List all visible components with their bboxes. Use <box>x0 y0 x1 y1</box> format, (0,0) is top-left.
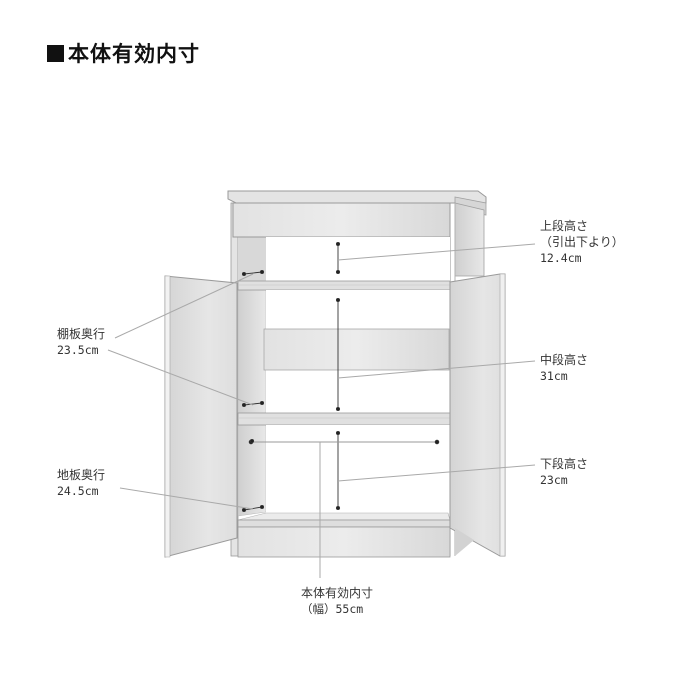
right-door <box>449 273 506 557</box>
upper-height-label: 上段高さ （引出下より） 12.4cm <box>540 218 624 266</box>
drawer-front <box>232 202 451 238</box>
title-text: 本体有効内寸 <box>68 42 200 66</box>
floor-depth-label: 地板奥行 24.5cm <box>57 467 105 499</box>
shelf-depth-label: 棚板奥行 23.5cm <box>57 326 105 358</box>
page-title: 本体有効内寸 <box>47 38 200 68</box>
shelf-depth-name: 棚板奥行 <box>57 327 106 341</box>
lower-height-name: 下段高さ <box>540 457 589 471</box>
upper-height-name: 上段高さ <box>540 219 589 233</box>
width-label: 本体有効内寸 （幅）55cm <box>301 585 373 617</box>
title-square-marker <box>47 44 64 62</box>
lower-height-label: 下段高さ 23cm <box>540 456 588 488</box>
left-door <box>164 275 238 558</box>
width-name: 本体有効内寸 <box>301 586 374 600</box>
middle-shelf <box>237 412 451 426</box>
upper-height-note: （引出下より） <box>540 235 624 249</box>
upper-height-value: 12.4cm <box>540 251 582 265</box>
floor-depth-value: 24.5cm <box>57 484 99 498</box>
lower-height-value: 23cm <box>540 473 568 487</box>
lower-compartment <box>266 425 450 515</box>
middle-height-label: 中段高さ 31cm <box>540 352 588 384</box>
width-value: （幅）55cm <box>301 602 364 616</box>
middle-height-name: 中段高さ <box>540 353 589 367</box>
middle-height-value: 31cm <box>540 369 568 383</box>
floor-board <box>237 512 451 558</box>
middle-inner-board <box>263 328 450 371</box>
shelf-depth-value: 23.5cm <box>57 343 99 357</box>
leader-lines <box>107 243 536 578</box>
upper-compartment <box>266 237 450 282</box>
floor-depth-name: 地板奥行 <box>57 468 106 482</box>
upper-shelf <box>237 280 451 291</box>
dimension-arrows <box>241 241 440 513</box>
